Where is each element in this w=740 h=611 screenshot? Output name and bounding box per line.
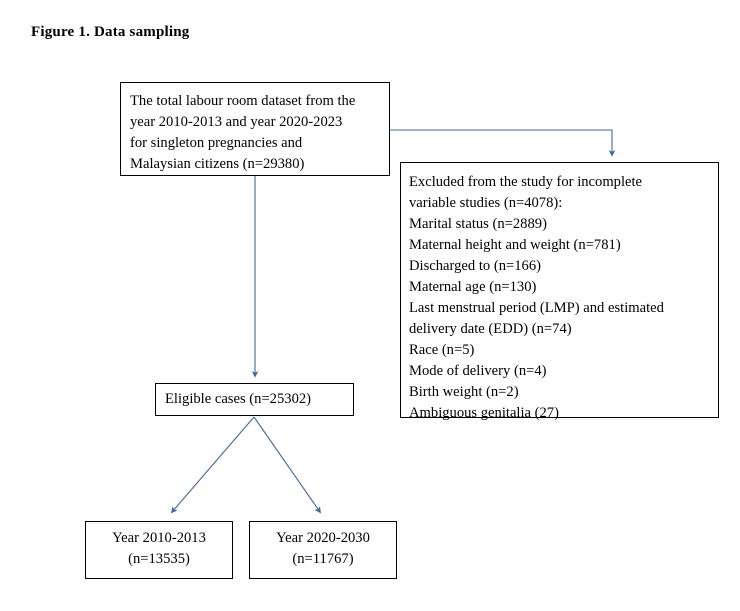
node-source-dataset-label: The total labour room dataset from the y… <box>130 93 356 172</box>
figure-title: Figure 1. Data sampling <box>31 24 190 40</box>
connector-eligible-to-year-a <box>170 416 255 514</box>
node-eligible-cases: Eligible cases (n=25302) <box>155 383 354 416</box>
node-year-2010-2013-label: Year 2010-2013 (n=13535) <box>112 530 206 567</box>
connector-source-to-excluded <box>390 129 616 157</box>
node-source-dataset: The total labour room dataset from the y… <box>120 82 390 176</box>
node-excluded: Excluded from the study for incomplete v… <box>400 162 719 421</box>
node-year-2010-2013: Year 2010-2013 (n=13535) <box>85 521 233 579</box>
node-year-2020-2030-label: Year 2020-2030 (n=11767) <box>276 530 370 567</box>
node-excluded-label: Excluded from the study for incomplete v… <box>409 174 664 421</box>
connector-eligible-to-year-b <box>253 416 322 514</box>
node-year-2020-2030: Year 2020-2030 (n=11767) <box>249 521 397 579</box>
node-eligible-cases-label: Eligible cases (n=25302) <box>165 391 312 407</box>
